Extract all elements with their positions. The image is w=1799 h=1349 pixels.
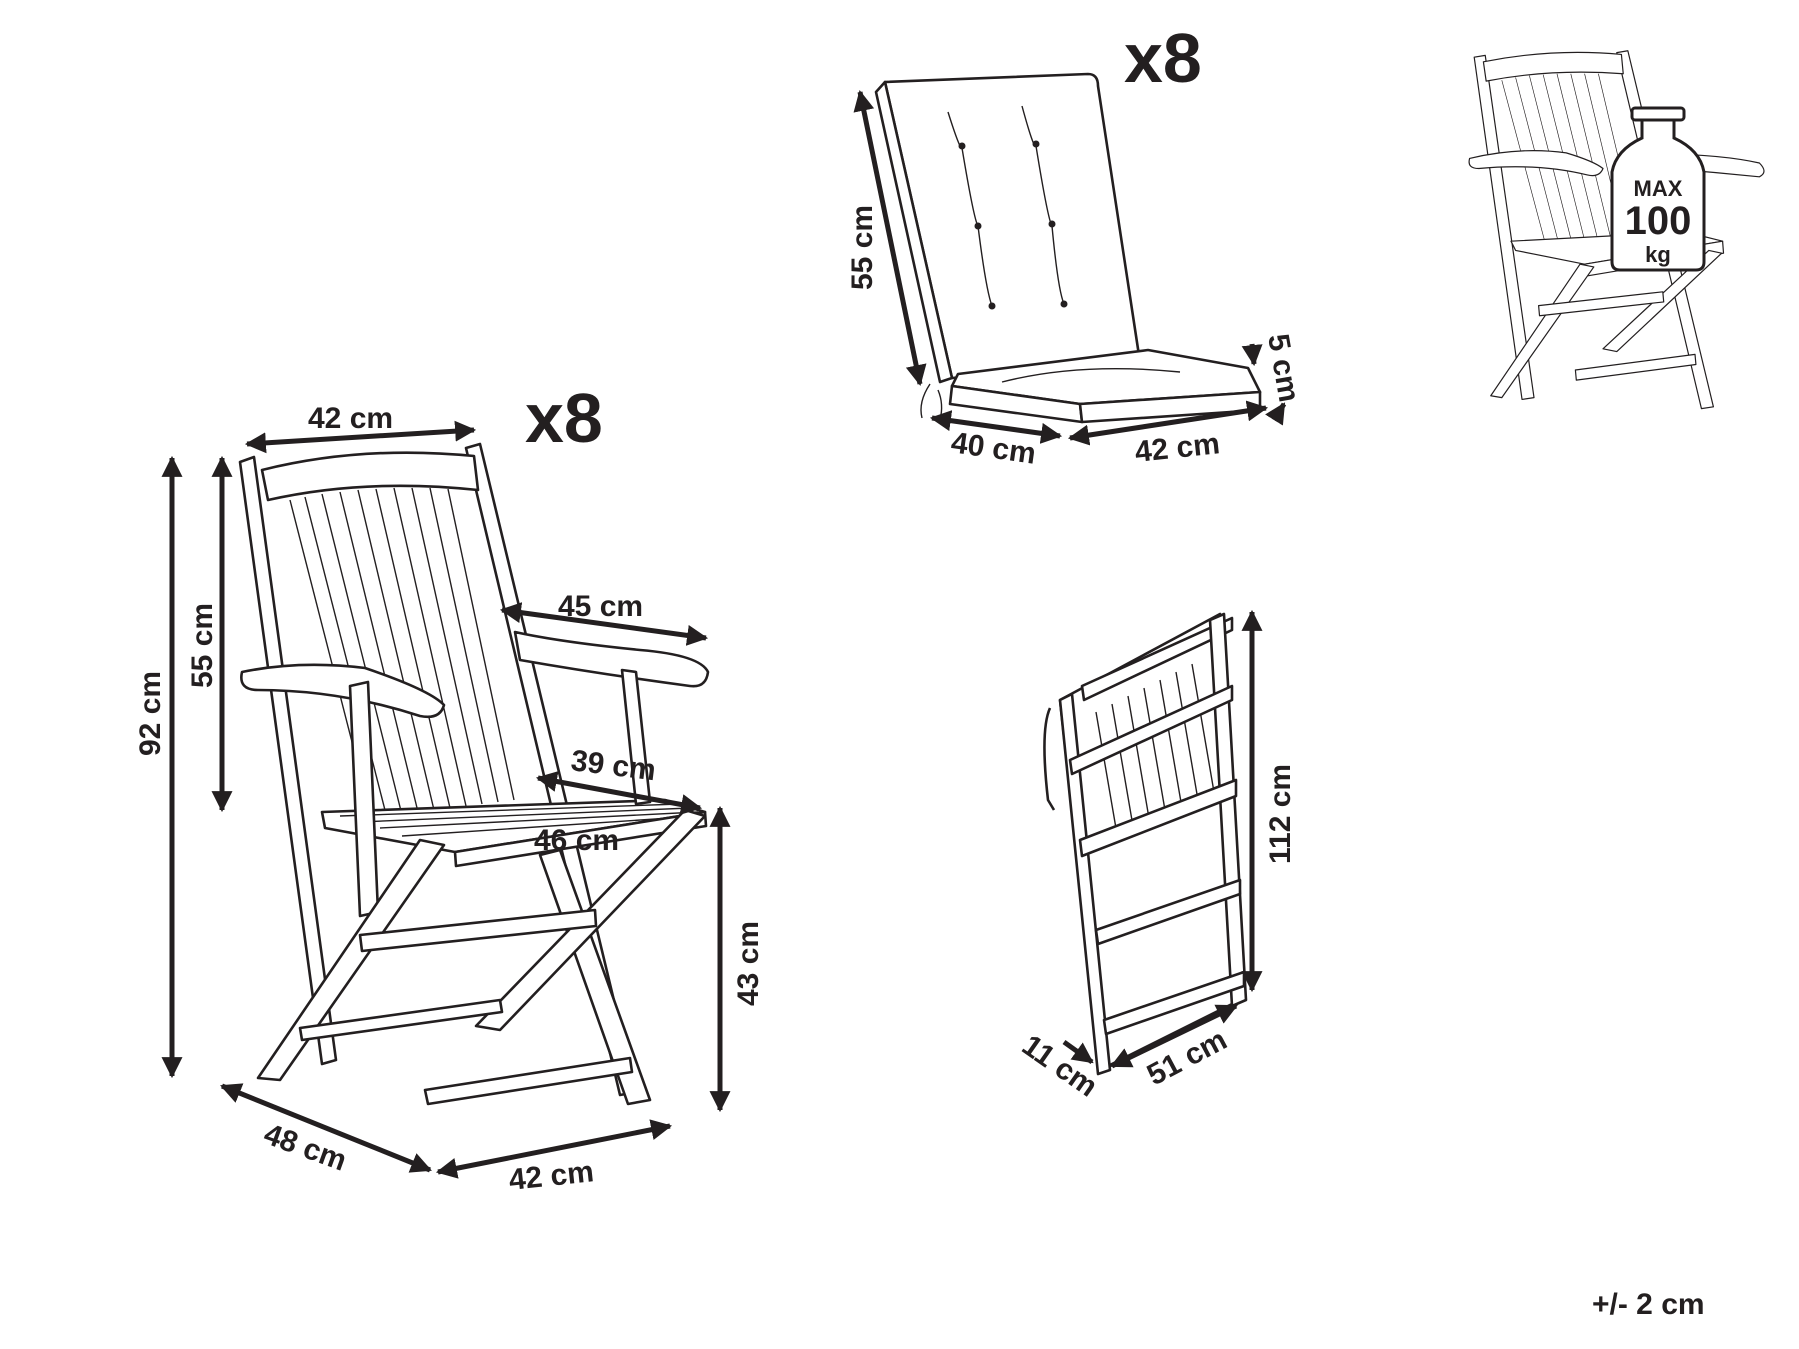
tolerance-note: +/- 2 cm: [1592, 1288, 1705, 1321]
chair-quantity: x8: [525, 379, 603, 457]
max-load-value: 100: [1625, 199, 1692, 243]
folded-chair-drawing: [1043, 612, 1248, 1076]
chair-base-width-label: 42 cm: [507, 1155, 595, 1197]
chair-back-height-label: 55 cm: [186, 603, 219, 688]
chair-arm-length-label: 45 cm: [558, 590, 643, 623]
cushion-thickness-label: 5 cm: [1261, 331, 1305, 404]
cushion-width-label: 42 cm: [1133, 427, 1221, 469]
folded-thickness-label: 11 cm: [1016, 1029, 1103, 1104]
chair-base-depth-label: 48 cm: [260, 1118, 351, 1178]
cushion-quantity: x8: [1124, 19, 1202, 97]
max-load-label: MAX: [1634, 176, 1683, 201]
cushion-back-height-label: 55 cm: [846, 205, 879, 290]
max-load-unit: kg: [1645, 242, 1671, 267]
chair-seat-width-label: 46 cm: [534, 824, 619, 857]
chair-top-width-label: 42 cm: [308, 402, 393, 435]
max-load-badge: MAX 100 kg: [1610, 106, 1706, 272]
chair-seat-height-label: 43 cm: [732, 921, 765, 1006]
chair-total-height-label: 92 cm: [134, 671, 167, 756]
cushion-drawing: [874, 72, 1262, 424]
folded-height-label: 112 cm: [1264, 764, 1297, 864]
